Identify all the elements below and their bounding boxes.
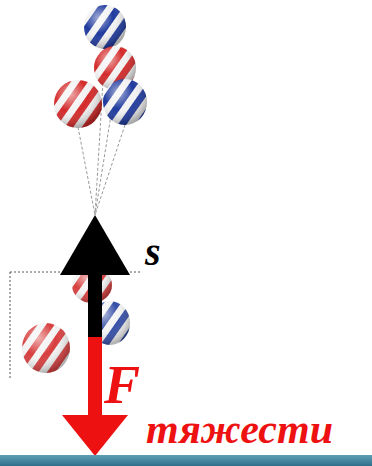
balloons-top: [54, 5, 147, 128]
force-subscript: тяжести: [146, 408, 333, 450]
bottom-bar: [0, 455, 372, 466]
displacement-arrow: [60, 215, 130, 337]
displacement-label: s: [143, 232, 163, 272]
force-symbol: F: [104, 358, 140, 412]
